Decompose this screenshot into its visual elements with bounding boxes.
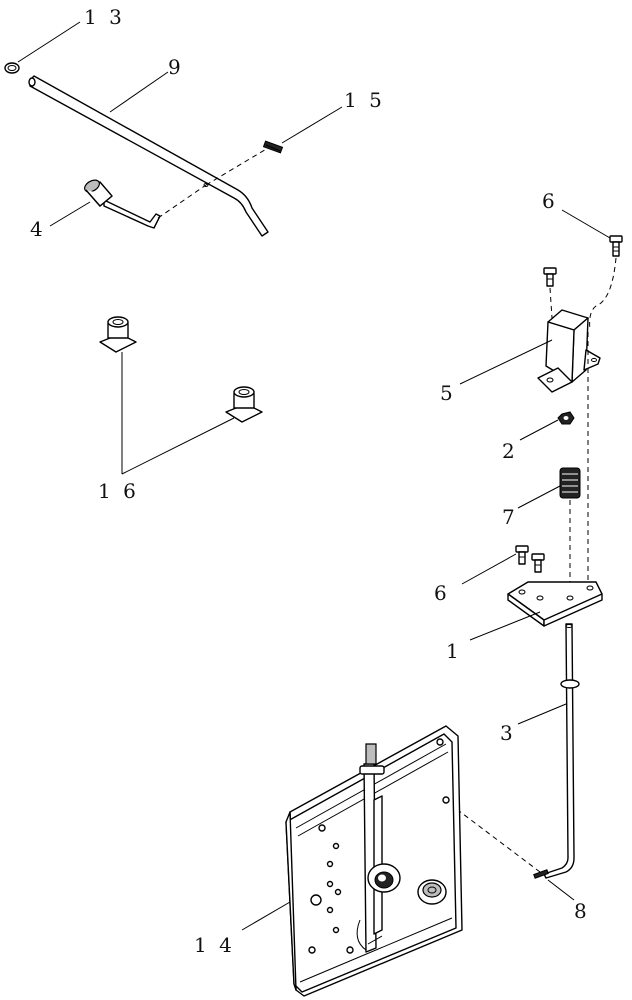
dashed-line-6-to-bracket [589, 257, 617, 331]
part-2-nut [557, 411, 575, 425]
part-bolt-bracket [543, 267, 557, 287]
part-6-bolts-middle [515, 545, 545, 573]
part-9-shift-rod [28, 75, 269, 237]
part-3-vertical-rod [543, 623, 580, 879]
callout-16: 1 6 [98, 479, 139, 503]
leader-14 [241, 901, 291, 931]
part-1-plate [507, 581, 603, 627]
callout-6-middle: 6 [434, 581, 450, 605]
leader-7 [517, 485, 561, 509]
leader-1 [469, 611, 541, 641]
part-7-spring [559, 467, 581, 499]
callout-4: 4 [30, 217, 46, 241]
part-4-knob-lever [84, 179, 161, 229]
leader-3 [517, 703, 567, 725]
part-16-clamp-upper [99, 316, 137, 353]
leader-4 [49, 201, 91, 227]
leader-15 [281, 106, 343, 144]
callout-15: 1 5 [344, 88, 385, 112]
leader-16-lower [121, 417, 235, 475]
callout-2: 2 [502, 439, 518, 463]
leader-6-top [561, 209, 611, 239]
part-13-o-ring [4, 62, 20, 74]
callout-9: 9 [168, 55, 184, 79]
callout-1: 1 [446, 639, 462, 663]
leader-13 [17, 21, 81, 63]
callout-6-top: 6 [542, 189, 558, 213]
callout-8: 8 [574, 899, 590, 923]
leader-5 [459, 339, 553, 385]
callout-7: 7 [502, 505, 518, 529]
part-16-clamp-lower [225, 386, 263, 423]
callout-5: 5 [440, 381, 456, 405]
dashed-line-bolt-to-bracket [549, 287, 553, 319]
part-14-shifter-housing [285, 725, 463, 997]
dashed-line-4-to-rod [157, 184, 207, 219]
callout-14: 1 4 [194, 933, 235, 957]
leader-2 [519, 419, 559, 441]
part-8-pin [533, 869, 549, 879]
callout-13: 1 3 [84, 5, 125, 29]
leader-8 [547, 879, 575, 901]
dashed-line-15-to-rod [205, 147, 269, 186]
leader-6-middle [461, 553, 517, 585]
callout-3: 3 [500, 721, 516, 745]
leader-9 [109, 71, 169, 113]
part-6-bolt-top [609, 235, 623, 257]
part-5-u-bracket [537, 309, 601, 393]
part-15-roll-pin [262, 140, 284, 154]
